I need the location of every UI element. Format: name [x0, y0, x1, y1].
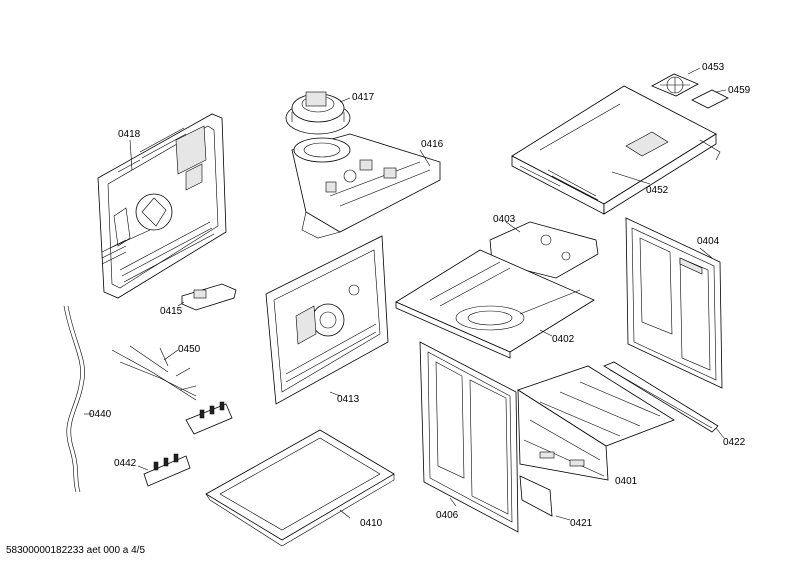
label-0452: 0452 — [646, 185, 669, 196]
label-0413: 0413 — [337, 394, 360, 405]
part-0402-bottom-plate — [395, 249, 595, 359]
part-0453-fan-guard — [651, 67, 701, 97]
part-0450-wiring-harness — [111, 345, 233, 435]
part-0452-top-cover — [511, 85, 721, 215]
label-0415: 0415 — [160, 306, 183, 317]
label-0440: 0440 — [89, 409, 112, 420]
part-0418-rear-panel — [97, 113, 227, 299]
part-0410-drip-tray — [205, 429, 395, 547]
label-0401: 0401 — [615, 476, 638, 487]
label-0406: 0406 — [436, 510, 459, 521]
part-0440-power-cable — [63, 305, 92, 493]
label-0422: 0422 — [723, 437, 746, 448]
part-0403-base-plate — [489, 221, 599, 279]
label-0417: 0417 — [352, 92, 375, 103]
part-0401-cavity-frame — [517, 365, 675, 481]
label-0402: 0402 — [552, 334, 575, 345]
label-0442: 0442 — [114, 458, 137, 469]
document-footer-id: 58300000182233 aet 000 a 4/5 — [6, 545, 146, 556]
label-0459: 0459 — [728, 85, 751, 96]
label-0404: 0404 — [697, 236, 720, 247]
part-0404-side-panel — [625, 217, 723, 389]
part-0459-pad — [691, 89, 729, 109]
label-0410: 0410 — [360, 518, 383, 529]
label-0421: 0421 — [570, 518, 593, 529]
label-0416: 0416 — [421, 139, 444, 150]
label-0418: 0418 — [118, 129, 141, 140]
label-0450: 0450 — [178, 344, 201, 355]
part-0417-fan-motor — [285, 91, 351, 135]
part-0442-terminal-block — [137, 453, 191, 487]
part-0415-bracket — [177, 283, 237, 311]
part-0422-rail — [603, 361, 725, 439]
label-0453: 0453 — [702, 62, 725, 73]
part-0416-fan-housing — [291, 133, 441, 239]
part-0413-fan-cover — [265, 235, 389, 405]
part-0406-door-panel — [419, 341, 519, 533]
label-0403: 0403 — [493, 214, 516, 225]
part-0421-bracket — [519, 475, 571, 521]
